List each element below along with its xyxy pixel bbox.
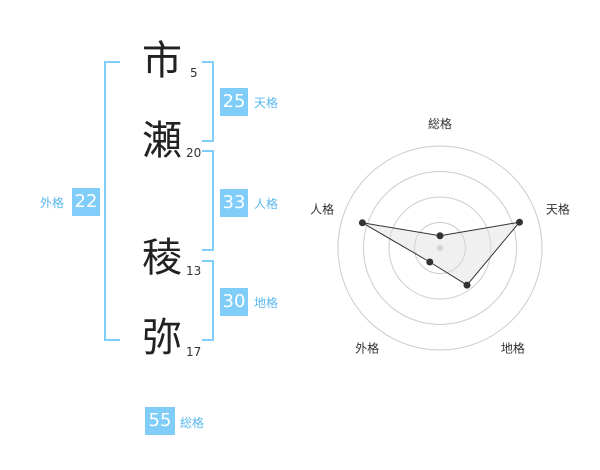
- jinkaku-value: 33: [220, 189, 248, 217]
- radar-data-points: [358, 218, 523, 289]
- jinkaku-bracket: [202, 150, 214, 251]
- name-char-4: 弥: [142, 315, 182, 361]
- radar-data-polygon: [362, 221, 521, 286]
- radar-rings: [337, 145, 543, 351]
- tenkaku-bracket: [202, 61, 214, 142]
- tenkaku-value: 25: [220, 88, 248, 116]
- radar-ring-4: [337, 145, 543, 351]
- radar-point-4: [358, 219, 366, 227]
- radar-ring-3: [363, 171, 517, 325]
- soukaku-label: 総格: [180, 416, 205, 430]
- radar-center: [437, 245, 443, 251]
- tenkaku-label: 天格: [254, 96, 279, 110]
- radar-axis-label-4: 人格: [310, 202, 334, 217]
- soukaku-value: 55: [145, 407, 175, 435]
- stroke-count-2: 20: [186, 146, 202, 160]
- stroke-count-4: 17: [186, 345, 202, 359]
- name-char-1: 市: [142, 38, 182, 84]
- jinkaku-label: 人格: [254, 197, 279, 211]
- radar-point-3: [426, 258, 434, 266]
- stroke-count-1: 5: [190, 66, 198, 80]
- radar-point-1: [516, 218, 523, 226]
- gaikaku-bracket: [104, 61, 120, 341]
- radar-axis-label-3: 外格: [355, 340, 379, 355]
- name-char-2: 瀬: [142, 118, 182, 164]
- gaikaku-value: 22: [72, 188, 100, 216]
- radar-point-0: [436, 232, 444, 240]
- gaikaku-label: 外格: [40, 196, 65, 210]
- radar-axis-label-1: 天格: [546, 202, 570, 217]
- chikaku-label: 地格: [254, 296, 279, 310]
- radar-axis-label-0: 総格: [428, 116, 452, 131]
- radar-point-2: [463, 281, 471, 289]
- stroke-count-3: 13: [186, 264, 202, 278]
- chikaku-value: 30: [220, 288, 248, 316]
- radar-ring-2: [388, 196, 492, 300]
- radar-axis-label-2: 地格: [501, 340, 525, 355]
- chikaku-bracket: [202, 260, 214, 341]
- name-char-3: 稜: [142, 235, 182, 281]
- radar-ring-1: [414, 222, 466, 274]
